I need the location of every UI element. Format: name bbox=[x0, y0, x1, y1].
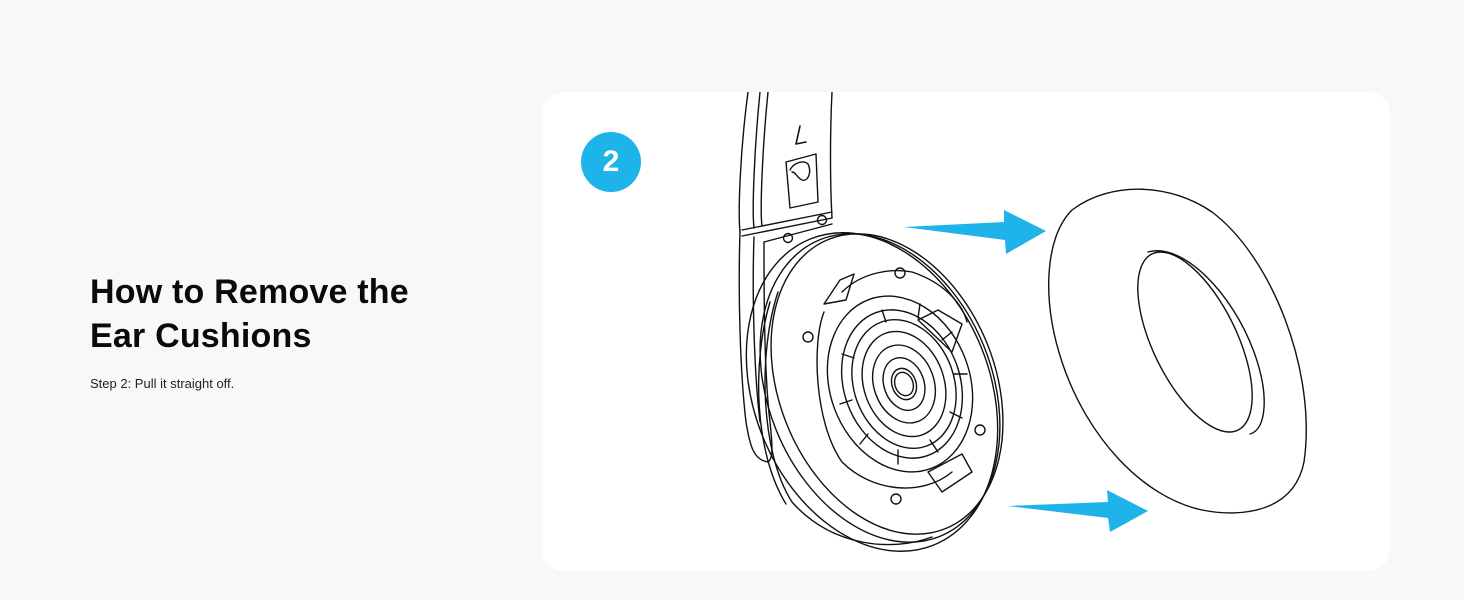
arrow-right-icon-top bbox=[904, 210, 1046, 254]
title-line-1: How to Remove the bbox=[90, 273, 409, 311]
instruction-text-block: How to Remove the Ear Cushions Step 2: P… bbox=[90, 270, 490, 391]
headphone-illustration bbox=[542, 92, 1390, 571]
page-title: How to Remove the Ear Cushions bbox=[90, 270, 490, 358]
ear-cushion-icon bbox=[1048, 188, 1307, 514]
mounting-ring-icon bbox=[816, 269, 973, 493]
driver-grill-icon bbox=[826, 295, 974, 473]
headband-icon bbox=[738, 92, 833, 237]
title-line-2: Ear Cushions bbox=[90, 317, 312, 355]
illustration-card: 2 bbox=[542, 92, 1390, 571]
earcup-shell-icon bbox=[745, 232, 1004, 552]
step-number-badge: 2 bbox=[581, 132, 641, 192]
arrow-right-icon-bottom bbox=[1008, 490, 1148, 532]
step-description: Step 2: Pull it straight off. bbox=[90, 376, 235, 391]
screw-holes-icon bbox=[802, 267, 986, 505]
